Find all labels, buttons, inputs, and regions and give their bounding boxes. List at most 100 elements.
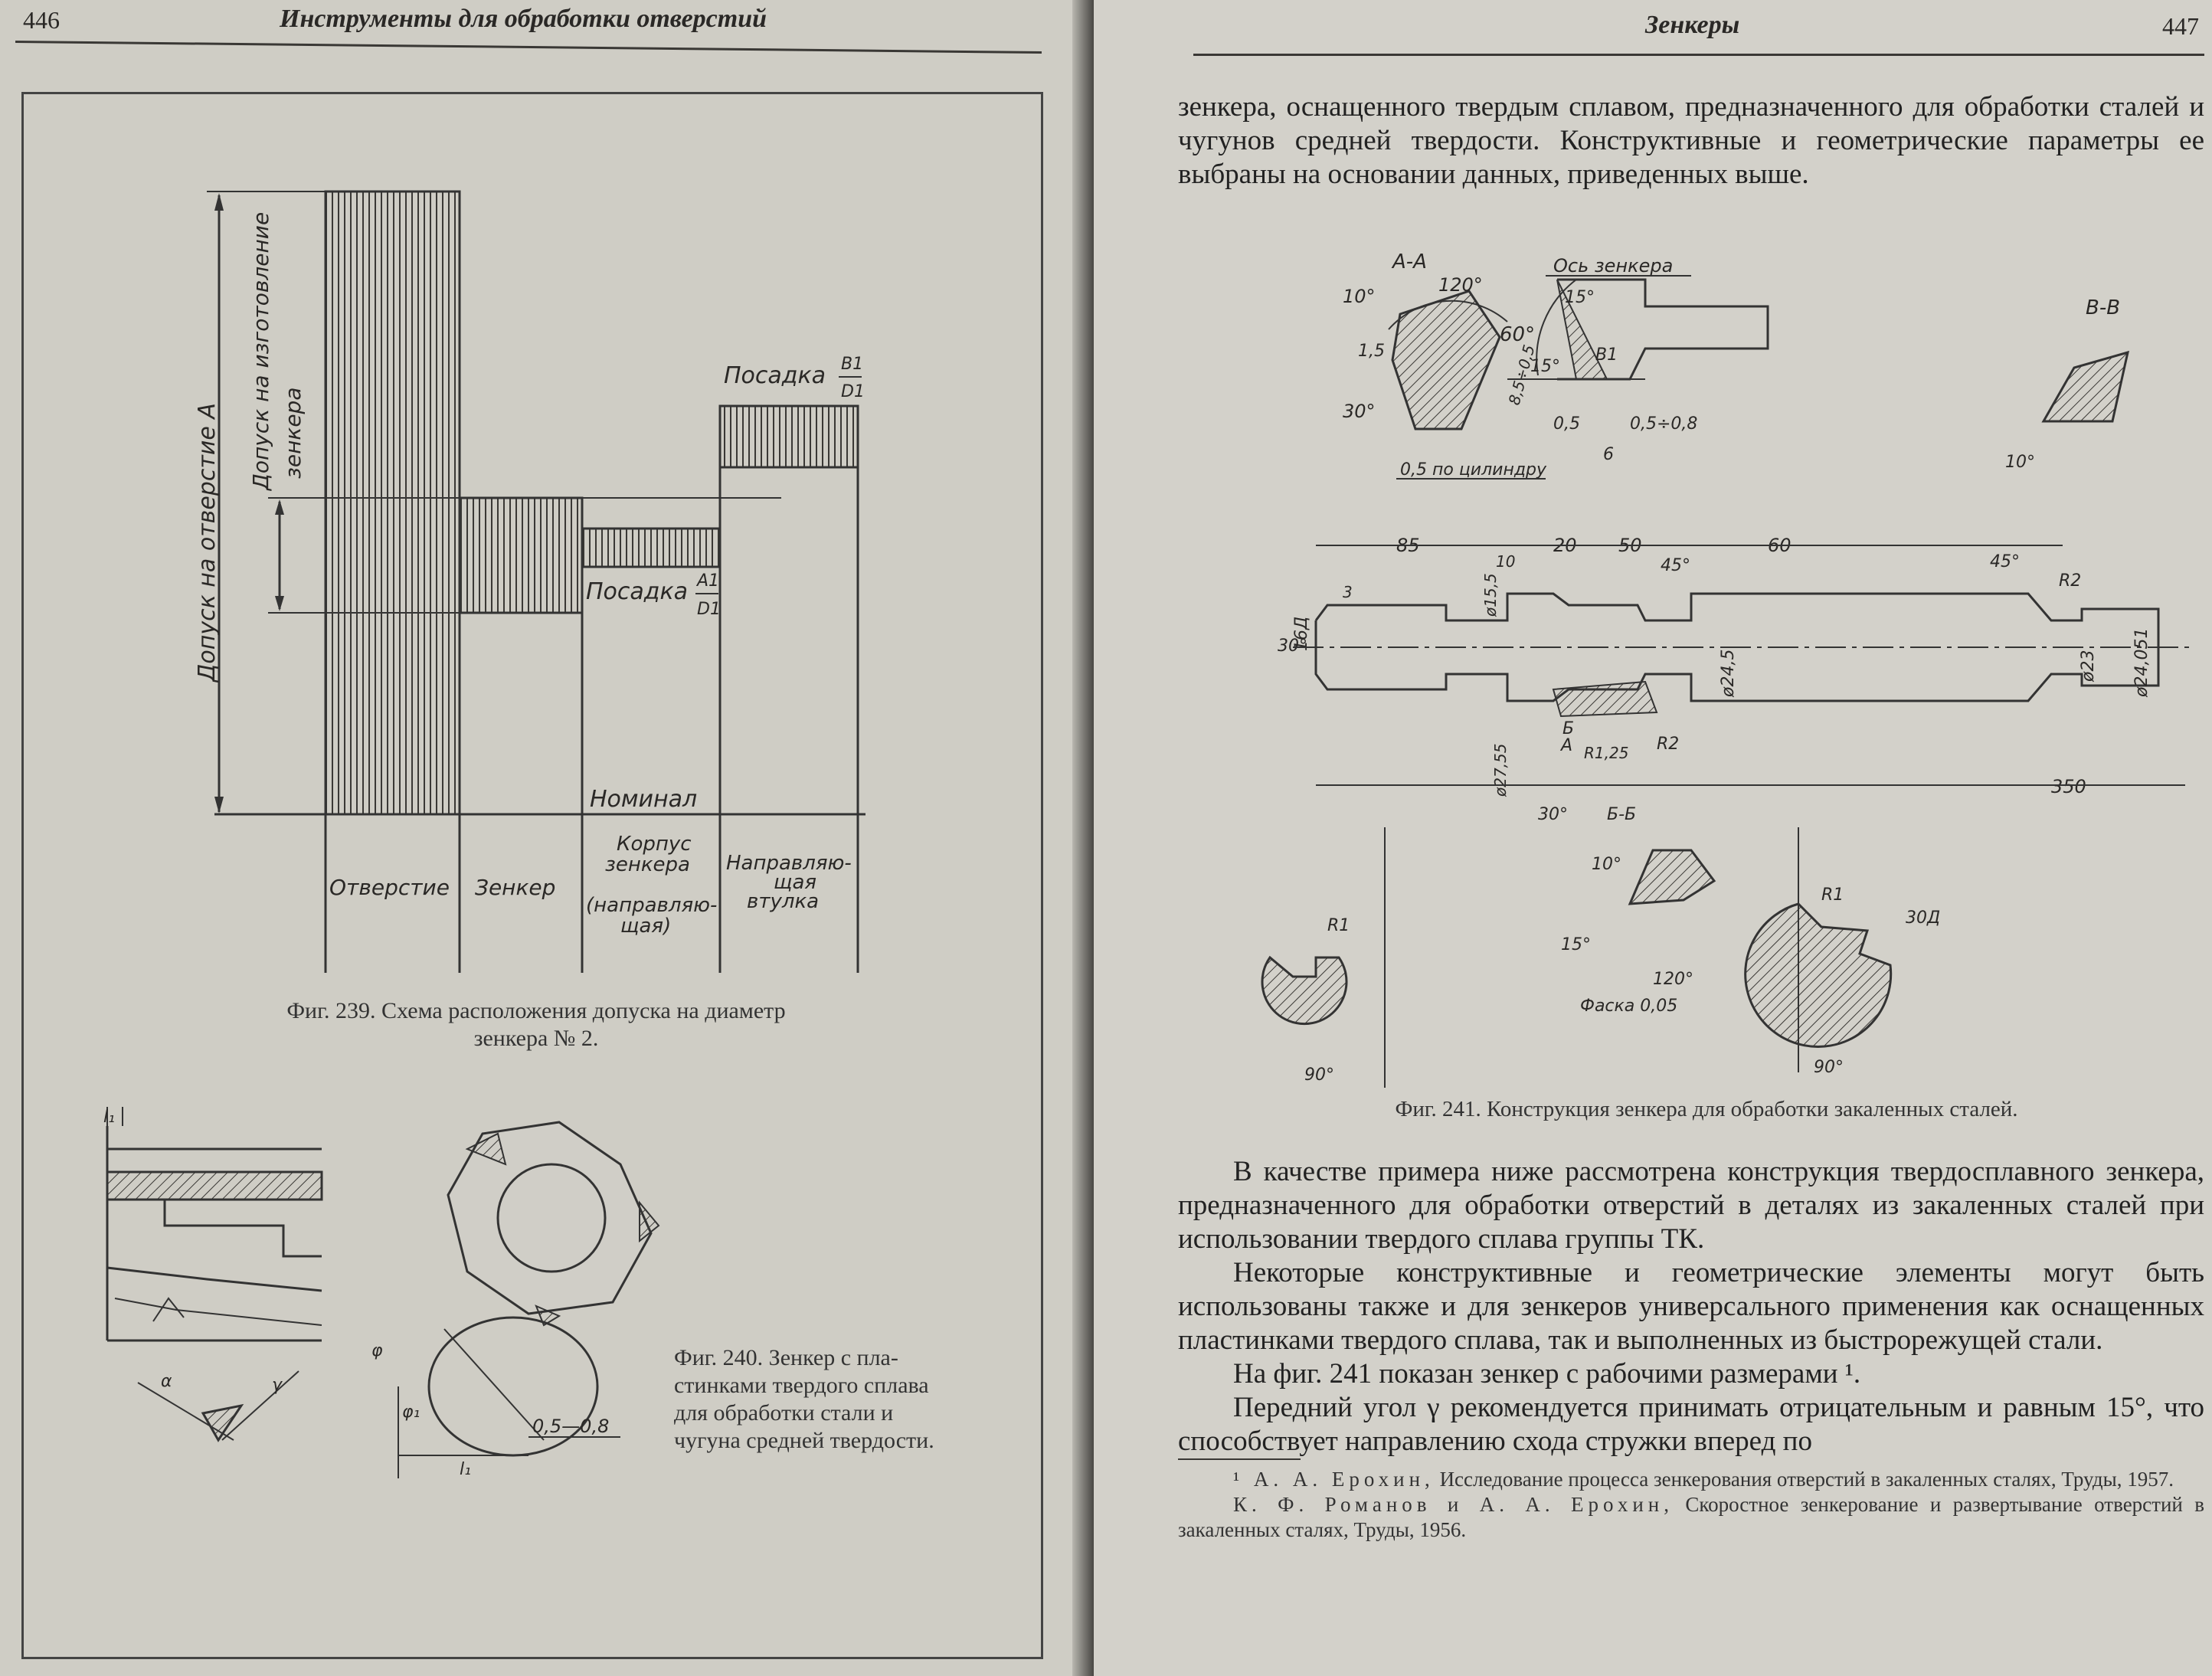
fig241-a90-left: 90° bbox=[1304, 1066, 1334, 1085]
fig240-caption: Фиг. 240. Зенкер с пла- стинками твердог… bbox=[674, 1344, 1003, 1455]
fig241-b-mark: Б bbox=[1562, 719, 1574, 738]
fig241-section-bb: В-В bbox=[2086, 296, 2120, 319]
footnote-1-author: ¹ А. А. Ерохин, bbox=[1233, 1468, 1435, 1491]
label-fit-b1d1: Посадка bbox=[724, 362, 826, 389]
label-col-bush-1: Направляю- bbox=[726, 852, 852, 875]
right-page-number: 447 bbox=[2162, 12, 2199, 40]
fig241-a60: 60° bbox=[1500, 323, 1535, 346]
fig241-d05cyl: 0,5 по цилиндру bbox=[1400, 460, 1547, 480]
label-nominal: Номинал bbox=[590, 786, 697, 813]
label-fit-a1d1: Посадка bbox=[586, 578, 688, 605]
fig241-d155: ø15,5 bbox=[1481, 573, 1500, 617]
fig241-r2-top: R2 bbox=[2059, 571, 2081, 591]
fig239-caption: Фиг. 239. Схема расположения допуска на … bbox=[169, 997, 904, 1052]
fig241-a120: 120° bbox=[1438, 274, 1483, 296]
fig240-phi: φ bbox=[371, 1341, 383, 1360]
footnote-1-text: Исследование процесса зенкерования отвер… bbox=[1439, 1468, 2174, 1491]
left-header-rule bbox=[15, 40, 1042, 54]
fig240-caption-line3: для обработки стали и bbox=[674, 1400, 894, 1426]
right-header-rule bbox=[1193, 54, 2204, 56]
right-running-title: Зенкеры bbox=[1645, 11, 1740, 39]
label-col-body-1: Корпус bbox=[617, 833, 692, 856]
fig240-caption-line4: чугуна средней твердости. bbox=[674, 1428, 934, 1453]
fig241-section-aa: А-А bbox=[1391, 250, 1427, 273]
fig240-gamma: γ bbox=[272, 1376, 283, 1395]
label-col-body-2: зенкера bbox=[605, 853, 690, 876]
footnote-rule bbox=[1178, 1458, 1301, 1460]
fig241-chamfer: Фаска 0,05 bbox=[1580, 997, 1677, 1016]
fig241-r1-left: R1 bbox=[1327, 916, 1350, 935]
fig241-a30: 30° bbox=[1343, 401, 1376, 422]
fig241-a30-bb: 30° bbox=[1538, 805, 1568, 824]
label-fit-a1d1-den: D1 bbox=[697, 600, 721, 619]
fig241-d15: 1,5 bbox=[1358, 342, 1385, 361]
label-col-bush-3: втулка bbox=[747, 890, 819, 913]
fig241-r125: R1,25 bbox=[1584, 744, 1628, 762]
paragraph-2: Некоторые конструктивные и геометрически… bbox=[1178, 1257, 2204, 1356]
fig241-d6: 6 bbox=[1603, 445, 1614, 464]
fig241-d16: 16Д bbox=[1292, 617, 1311, 651]
fig241-a15-bb2: 15° bbox=[1561, 935, 1591, 954]
fig241-a-mark: А bbox=[1559, 736, 1572, 755]
fig241-a10-bb2: 10° bbox=[1592, 855, 1621, 874]
fig239-caption-line2: зенкера № 2. bbox=[473, 1026, 599, 1051]
paragraph-3: На фиг. 241 показан зенкер с рабочими ра… bbox=[1233, 1358, 1861, 1390]
fig241-caption: Фиг. 241. Конструкция зенкера для обрабо… bbox=[1395, 1097, 2018, 1121]
fig241-d24051: ø24,051 bbox=[2132, 628, 2151, 698]
label-col-body-3: (направляю- bbox=[586, 894, 717, 917]
left-page-number: 446 bbox=[23, 6, 60, 34]
label-col-hole: Отверстие bbox=[329, 875, 450, 900]
fig240-caption-line2: стинками твердого сплава bbox=[674, 1373, 929, 1398]
fig241-a10: 10° bbox=[1343, 286, 1376, 307]
fig241-b1: B1 bbox=[1595, 345, 1618, 365]
fig241-d05: 0,5 bbox=[1553, 414, 1580, 434]
fig241-a15-top: 15° bbox=[1565, 288, 1595, 307]
paragraph-4: Передний угол γ рекомендуется принимать … bbox=[1178, 1392, 2204, 1457]
label-tolerance-manufacture-2: зенкера bbox=[280, 388, 306, 480]
fig241-a120b: 120° bbox=[1653, 970, 1693, 989]
label-tolerance-manufacture: Допуск на изготовление bbox=[248, 212, 273, 492]
fig241-d350: 350 bbox=[2051, 776, 2086, 797]
label-col-bush-2: щая bbox=[774, 871, 816, 894]
intro-paragraph: зенкера, оснащенного твердым сплавом, пр… bbox=[1178, 91, 2204, 190]
fig240-reamer-drawing: l₁ α γ φ φ₁ 0,5—0,8 l₁ bbox=[103, 1107, 660, 1479]
fig241-r2-bottom: R2 bbox=[1657, 735, 1679, 754]
fig241-a10-bb: 10° bbox=[2005, 453, 2035, 472]
paragraph-1: В качестве примера ниже рассмотрена конс… bbox=[1178, 1156, 2204, 1255]
label-fit-b1d1-den: D1 bbox=[841, 382, 865, 401]
footnotes: ¹ А. А. Ерохин, Исследование процесса зе… bbox=[1178, 1467, 2204, 1543]
fig241-a30-main: 30° bbox=[1278, 637, 1307, 656]
label-col-reamer: Зенкер bbox=[475, 875, 555, 900]
label-fit-a1d1-num: A1 bbox=[695, 571, 719, 591]
fig240-l1-bottom: l₁ bbox=[460, 1460, 471, 1479]
fig240-dim: 0,5—0,8 bbox=[532, 1416, 609, 1437]
fig240-l1-top: l₁ bbox=[103, 1108, 115, 1127]
footnote-2-text: Скоростное зенкерование и развертывание … bbox=[1178, 1493, 2204, 1541]
label-col-body-4: щая) bbox=[620, 915, 671, 938]
fig241-d3: 3 bbox=[1343, 583, 1353, 601]
fig241-a45-left: 45° bbox=[1661, 556, 1690, 575]
label-tolerance-hole: Допуск на отверстие А bbox=[194, 403, 221, 683]
fig241-d245: ø24,5 bbox=[1719, 650, 1738, 698]
footnote-1: ¹ А. А. Ерохин, Исследование процесса зе… bbox=[1178, 1467, 2204, 1492]
fig239-tolerance-diagram: Допуск на отверстие А Допуск на изготовл… bbox=[194, 190, 865, 973]
footnote-2-author: К. Ф. Романов и А. А. Ерохин, bbox=[1233, 1493, 1674, 1516]
left-page: 446 Инструменты для обработки отверстий bbox=[0, 0, 1088, 1676]
fig241-a15-mid: 15° bbox=[1530, 357, 1560, 376]
fig241-d058: 0,5÷0,8 bbox=[1630, 414, 1697, 434]
right-page: Зенкеры 447 зенкера, оснащенного твердым… bbox=[1094, 0, 2212, 1676]
fig240-caption-line1: Фиг. 240. Зенкер с пла- bbox=[674, 1345, 898, 1370]
fig241-section-bb2: Б-Б bbox=[1607, 805, 1636, 824]
left-running-title: Инструменты для обработки отверстий bbox=[280, 5, 767, 33]
label-fit-b1d1-num: B1 bbox=[841, 355, 863, 374]
footnote-2: К. Ф. Романов и А. А. Ерохин, Скоростное… bbox=[1178, 1492, 2204, 1543]
fig241-d10: 10 bbox=[1496, 552, 1515, 571]
fig241-r1-right: R1 bbox=[1821, 885, 1844, 905]
fig241-d30d: 30Д bbox=[1906, 908, 1940, 928]
fig241-d2755: ø27,55 bbox=[1491, 744, 1510, 798]
left-page-frame bbox=[21, 92, 1043, 1659]
fig241-a90-right: 90° bbox=[1814, 1058, 1844, 1077]
body-paragraphs: В качестве примера ниже рассмотрена конс… bbox=[1178, 1155, 2204, 1458]
fig241-axis: Ось зенкера bbox=[1553, 255, 1673, 277]
